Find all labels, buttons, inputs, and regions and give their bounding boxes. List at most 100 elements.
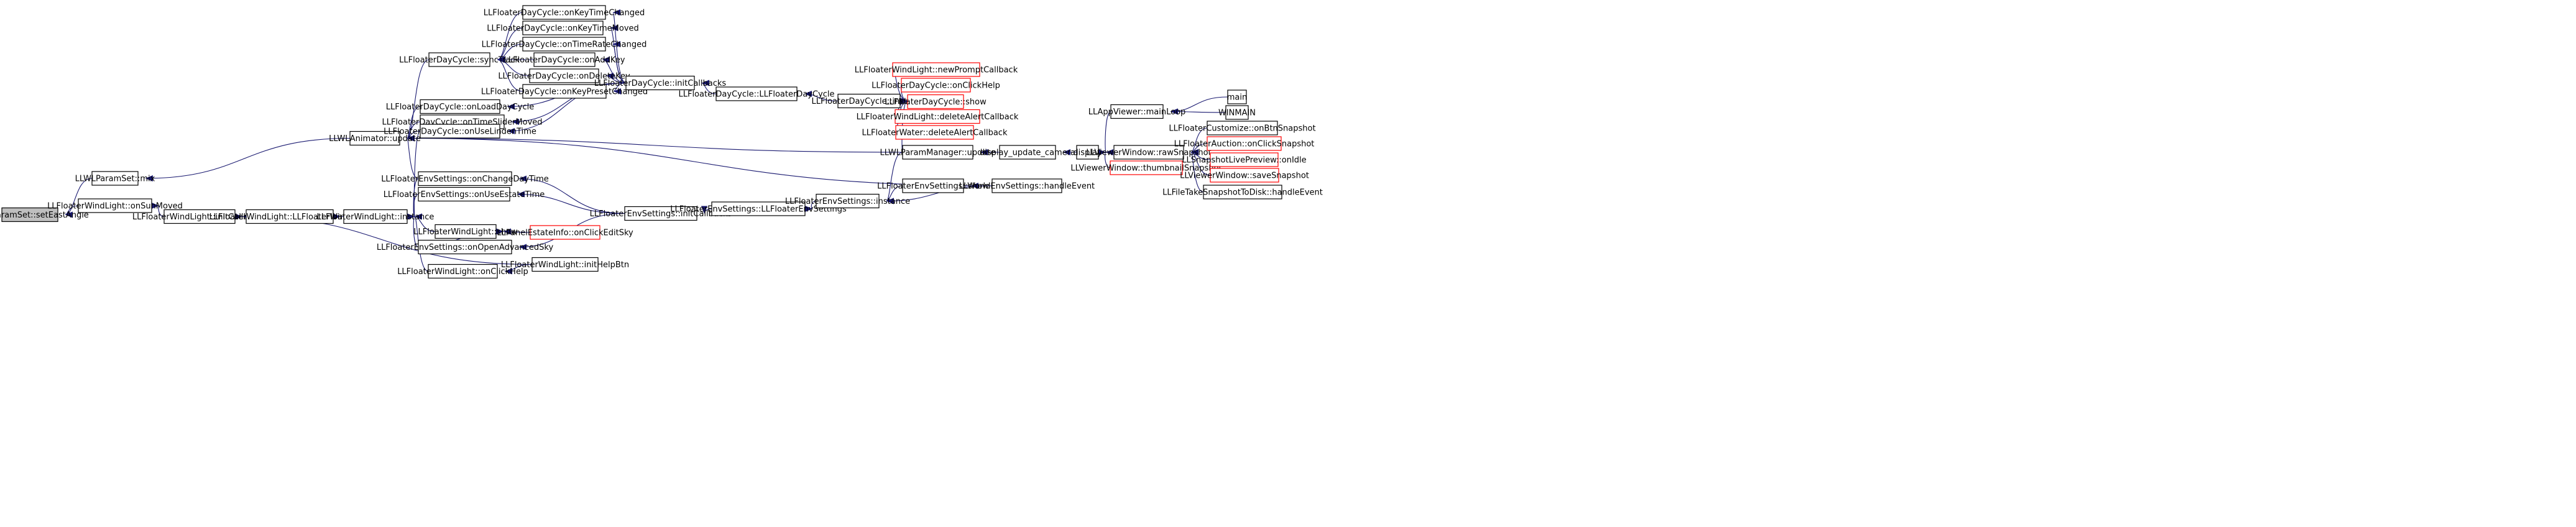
graph-node[interactable]: LLViewerWindow::thumbnailSnapshot — [1070, 160, 1222, 175]
node-label: display_update_camera — [980, 149, 1075, 158]
edge-n13-n24 — [503, 228, 531, 235]
node-box — [533, 52, 596, 67]
graph-node[interactable]: LLFileTakeSnapshotToDisk::handleEvent — [1162, 185, 1323, 199]
graph-node[interactable]: LLFloaterWindLight::onClickHelp — [397, 264, 528, 279]
graph-node[interactable]: LLFloaterEnvSettings::onChangeDayTime — [381, 171, 549, 186]
node-box — [907, 94, 964, 109]
graph-node[interactable]: LLFloaterDayCycle::onUseLindenTime — [384, 124, 536, 139]
graph-node[interactable]: LLFloaterWindLight::onSunMoved — [47, 198, 183, 213]
node-box — [1207, 136, 1282, 151]
node-label: LLWLParamSet::setEastAngle — [0, 211, 89, 220]
node-box — [529, 68, 599, 83]
graph-node[interactable]: LLFloaterDayCycle::LLFloaterDayCycle — [678, 86, 835, 101]
node-box — [1110, 104, 1164, 119]
node-label: LLWLAnimator::update — [329, 134, 421, 144]
node-box — [163, 209, 236, 224]
graph-node[interactable]: LLFloaterEnvSettings::initCallbacks — [590, 206, 732, 221]
graph-node[interactable]: LLFloaterDayCycle::onAddKey — [504, 52, 625, 67]
graph-node[interactable]: LLFloaterEnvSettings::LLFloaterEnvSettin… — [670, 201, 847, 216]
node-box — [1, 207, 58, 222]
graph-node[interactable]: display — [1073, 145, 1102, 160]
node-box — [711, 201, 806, 216]
node-label: LLViewerWindow::thumbnailSnapshot — [1070, 164, 1221, 173]
node-box — [428, 264, 498, 279]
node-label: LLFloaterAuction::onClickSnapshot — [1174, 140, 1315, 149]
graph-node[interactable]: LLFloaterEnvSettings::onOpenAdvancedSky — [377, 239, 554, 255]
node-box — [522, 37, 606, 52]
node-box — [522, 5, 606, 20]
edge-n21-n23 — [605, 73, 627, 84]
graph-node[interactable]: LLFloaterDayCycle::initCallbacks — [594, 75, 727, 91]
graph-node[interactable]: LLFloaterEnvSettings::show — [877, 178, 989, 193]
graph-root-node: LLWLParamSet::setEastAngle — [0, 207, 89, 222]
node-box — [991, 178, 1062, 193]
graph-node[interactable]: LLFloaterWindLight::show — [413, 224, 518, 239]
graph-node[interactable]: LLFloaterWindLight::newPromptCallback — [855, 62, 1018, 77]
graph-node[interactable]: LLFloaterWindLight::initHelpBtn — [501, 257, 629, 272]
node-label: LLFloaterEnvSettings::onOpenAdvancedSky — [377, 243, 554, 252]
graph-node[interactable]: main — [1227, 89, 1247, 104]
node-label: LLSnapshotLivePreview::onIdle — [1182, 156, 1306, 165]
node-label: LLFloaterWindLight::newPromptCallback — [855, 66, 1018, 75]
graph-node[interactable]: LLFloaterDayCycle::syncTrack — [399, 52, 520, 67]
graph-node[interactable]: LLFloaterWindLight::initCallbacks — [132, 209, 267, 224]
edge-n7-n22 — [497, 57, 523, 92]
node-label: LLFloaterWindLight::LLFloaterWindLight — [209, 213, 370, 222]
graph-node[interactable]: LLFloaterDayCycle::onKeyPresetChanged — [481, 84, 648, 99]
graph-node[interactable]: LLFloaterWindLight::instance — [317, 209, 435, 224]
graph-node[interactable]: LLWLParamSet::mix — [75, 171, 155, 186]
graph-node[interactable]: LLFloaterDayCycle::onDeleteKey — [498, 68, 630, 83]
node-label: LLPanelEstateInfo::onClickEditSky — [497, 229, 633, 238]
node-label: LLFloaterDayCycle::onLoadDayCycle — [386, 103, 534, 112]
node-label: LLFloaterEnvSettings::initCallbacks — [590, 209, 732, 219]
node-label: LLViewerWindow::saveSnapshot — [1180, 172, 1309, 181]
graph-node[interactable]: LLFloaterWindLight::LLFloaterWindLight — [209, 209, 370, 224]
graph-node[interactable]: LLWLAnimator::update — [329, 131, 421, 146]
node-box — [1203, 185, 1282, 199]
graph-node[interactable]: LLFloaterEnvSettings::onUseEstateTime — [384, 186, 545, 202]
graph-node[interactable]: LLViewerWindow::saveSnapshot — [1180, 168, 1309, 183]
graph-node[interactable]: LLFloaterDayCycle::onKeyTimeMoved — [487, 21, 639, 35]
graph-node[interactable]: LLSnapshotLivePreview::onIdle — [1182, 152, 1307, 167]
edge-n41-n49 — [1190, 149, 1204, 193]
node-label: LLFloaterDayCycle::onKeyTimeChanged — [484, 9, 645, 18]
node-box — [420, 99, 500, 114]
graph-node[interactable]: LLWLParamManager::update — [880, 145, 996, 160]
node-label: LLFileTakeSnapshotToDisk::handleEvent — [1162, 188, 1323, 198]
node-box — [349, 131, 400, 146]
edge-n23-n26 — [701, 80, 717, 94]
node-label: WINMAIN — [1218, 109, 1256, 118]
graph-node[interactable]: LLWorldEnvSettings::handleEvent — [959, 178, 1095, 193]
node-box — [522, 84, 607, 99]
edge-n19-n23 — [612, 41, 627, 84]
graph-node[interactable]: display_update_camera — [980, 145, 1075, 160]
node-label: LLFloaterDayCycle::onKeyPresetChanged — [481, 88, 648, 97]
node-label: display — [1073, 149, 1102, 158]
node-label: LLFloaterDayCycle::LLFloaterDayCycle — [678, 90, 834, 99]
node-label: LLFloaterDayCycle::onKeyTimeMoved — [487, 24, 639, 34]
edge-n26-n28 — [804, 91, 839, 102]
node-label: LLFloaterDayCycle::show — [885, 98, 987, 107]
graph-node[interactable]: LLFloaterDayCycle::onTimeRateChanged — [482, 37, 647, 52]
graph-node[interactable]: LLFloaterDayCycle::onLoadDayCycle — [386, 99, 534, 114]
node-label: LLFloaterWindLight::initCallbacks — [132, 213, 267, 222]
graph-node[interactable]: LLViewerWindow::rawSnapshot — [1086, 145, 1212, 160]
edge-n20-n23 — [602, 57, 627, 84]
graph-node[interactable]: LLFloaterWater::deleteAlertCallback — [862, 125, 1008, 140]
graph-node[interactable]: LLFloaterDayCycle::show — [885, 94, 987, 109]
node-label: main — [1227, 93, 1247, 103]
graph-node[interactable]: LLAppViewer::mainLoop — [1088, 104, 1186, 119]
graph-node[interactable]: LLPanelEstateInfo::onClickEditSky — [497, 225, 633, 240]
graph-node[interactable]: LLFloaterEnvSettings::instance — [785, 193, 910, 209]
graph-node[interactable]: LLFloaterCustomize::onBtnSnapshot — [1169, 121, 1316, 135]
graph-node[interactable]: LLFloaterDayCycle::onClickHelp — [872, 78, 1000, 93]
graph-node[interactable]: LLFloaterDayCycle::instance — [812, 93, 927, 109]
graph-node[interactable]: LLFloaterWindLight::deleteAlertCallback — [857, 109, 1019, 124]
node-box — [816, 193, 880, 209]
graph-node[interactable]: LLFloaterAuction::onClickSnapshot — [1174, 136, 1315, 151]
graph-node[interactable]: LLFloaterDayCycle::onKeyTimeChanged — [484, 5, 645, 20]
node-label: LLWLParamManager::update — [880, 149, 996, 158]
graph-node[interactable]: WINMAIN — [1218, 105, 1256, 120]
edge-n40-n44 — [1170, 108, 1226, 115]
